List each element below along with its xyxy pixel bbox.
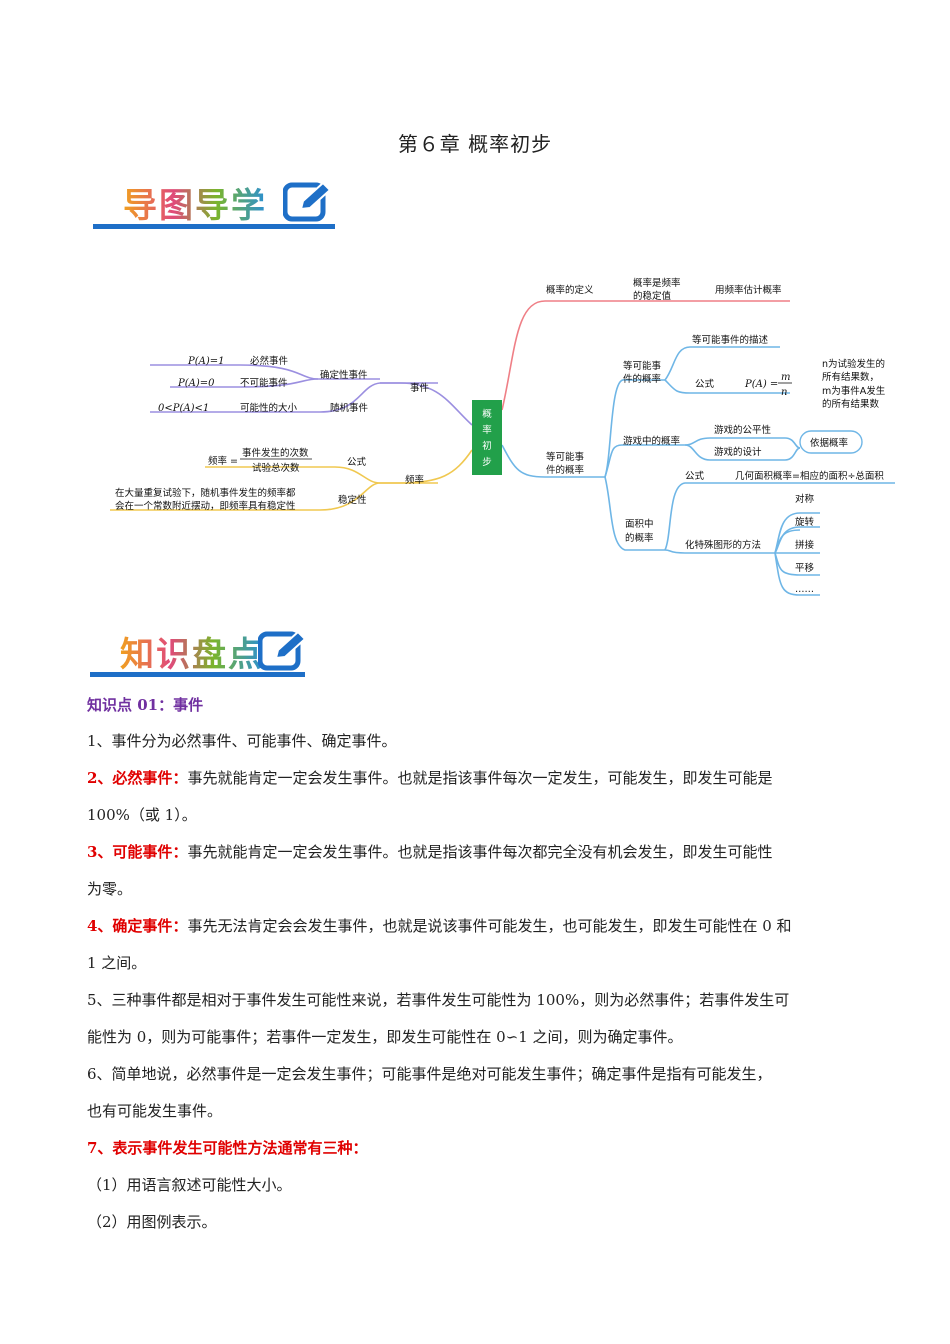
label-n: n [781,387,787,398]
freq-denominator: 试验总次数 [252,462,300,474]
paragraph-5b: 能性为 0，则为可能事件；若事件一定发生，即发生可能性在 0∽1 之间，则为确定… [87,1028,683,1046]
paragraph-7: 7、表示事件发生可能性方法通常有三种： [87,1139,368,1157]
node-area-a: 面积中 [625,518,654,530]
label-m: m [781,372,790,383]
stability-desc-1: 在大量重复试验下，随机事件发生的频率都 [115,487,296,499]
paragraph-9: （2）用图例表示。 [87,1213,217,1231]
banner-title: 导图导学 [123,178,267,227]
section-banner-knowledge: 知识盘点 [90,627,340,682]
paragraph-8: （1）用语言叙述可能性大小。 [87,1176,292,1194]
node-rot: 旋转 [795,516,815,528]
node-basis: 依据概率 [810,437,849,449]
node-def-child2: 用频率估计概率 [715,284,782,296]
node-area-b: 的概率 [625,532,654,544]
node-def-child1a: 概率是频率 [633,277,681,289]
node-possibility-size: 可能性的大小 [240,402,298,414]
banner-underline [93,224,335,229]
node-eq-formula: 公式 [695,378,715,390]
node-game: 游戏中的概率 [623,435,681,447]
stability-desc-2: 会在一个常数附近摆动，即频率具有稳定性 [115,500,296,512]
center-char-1: 概 [482,408,492,420]
node-sym: 对称 [795,493,815,505]
m-desc-2: 的所有结果数 [822,398,880,410]
m-desc-1: m为事件A发生 [822,385,886,397]
center-char-4: 步 [482,457,492,468]
node-frequency: 频率 [405,474,425,486]
section-banner-guide: 导图导学 [93,178,343,233]
paragraph-4: 4、确定事件：事先无法肯定会会发生事件，也就是说该事件可能发生，也可能发生，即发… [87,917,792,935]
node-game-design: 游戏的设计 [714,446,762,458]
paragraph-5a: 5、三种事件都是相对于事件发生可能性来说，若事件发生可能性为 100%，则为必然… [87,991,790,1009]
label-pa-range: 0<P(A)<1 [158,403,209,414]
paragraph-2: 2、必然事件：事先就能肯定一定会发生事件。也就是指该事件每次一定发生，可能发生，… [87,769,773,787]
paragraph-4-cont: 1 之间。 [87,954,147,972]
node-def-child1b: 的稳定值 [633,290,672,302]
node-random: 随机事件 [330,402,369,414]
node-formula: 公式 [347,456,367,468]
term-possible: 3、可能事件： [87,843,188,861]
node-certain: 确定性事件 [320,369,368,381]
page-title: 第６章 概率初步 [397,132,553,156]
node-equal-a: 等可能事 [623,360,662,372]
paragraph-6b: 也有可能发生事件。 [87,1102,223,1120]
banner-underline [90,672,305,677]
label-pa1: P(A)=1 [187,356,225,367]
knowledge-heading: 知识点 01：事件 [87,696,204,714]
term-inevitable: 2、必然事件： [87,769,188,787]
banner-title: 知识盘点 [120,627,264,676]
term-certain: 4、确定事件： [87,917,188,935]
label-pa0: P(A)=0 [177,378,215,389]
node-join: 拼接 [795,539,815,551]
paragraph-2-cont: 100%（或 1）。 [87,806,197,824]
node-area-formula: 公式 [685,470,705,482]
node-event: 事件 [410,382,430,394]
paragraph-3: 3、可能事件：事先就能肯定一定会发生事件。也就是指该事件每次都完全没有机会发生，… [87,843,773,861]
node-stability: 稳定性 [338,494,367,506]
node-trans: 平移 [795,562,815,574]
mind-map: 概 率 初 步 事件 确定性事件 必然事件 不可能事件 随机事件 可能性的大小 … [110,277,895,596]
n-desc-1: n为试验发生的 [822,358,885,370]
node-equal-b: 件的概率 [623,373,662,385]
node-definition: 概率的定义 [546,284,594,296]
node-impossible: 不可能事件 [240,377,288,389]
freq-numerator: 事件发生的次数 [242,447,309,459]
paragraph-1: 1、事件分为必然事件、可能事件、确定事件。 [87,732,397,750]
label-pa-eq: P(A) = [744,379,778,390]
node-eq-desc: 等可能事件的描述 [692,334,769,346]
paragraph-6a: 6、简单地说，必然事件是一定会发生事件；可能事件是绝对可能发生事件；确定事件是指… [87,1065,772,1083]
n-desc-2: 所有结果数， [822,371,879,383]
freq-label: 频率 = [208,455,238,467]
node-equal-event-b: 件的概率 [546,464,585,476]
paragraph-3-cont: 为零。 [87,880,133,898]
node-area-formula-text: 几何面积概率=相应的面积÷总面积 [735,470,884,482]
node-equal-event-a: 等可能事 [546,451,585,463]
center-char-3: 初 [482,440,492,452]
center-char-2: 率 [482,424,492,436]
edit-icon [258,630,307,671]
node-dots: …… [795,584,814,595]
node-inevitable: 必然事件 [250,355,289,367]
node-game-fair: 游戏的公平性 [714,424,772,436]
node-special: 化特殊图形的方法 [685,539,761,551]
edit-icon [283,181,332,222]
knowledge-content: 知识点 01：事件 1、事件分为必然事件、可能事件、确定事件。 2、必然事件：事… [87,693,867,1241]
mindmap-center-node [472,400,502,475]
